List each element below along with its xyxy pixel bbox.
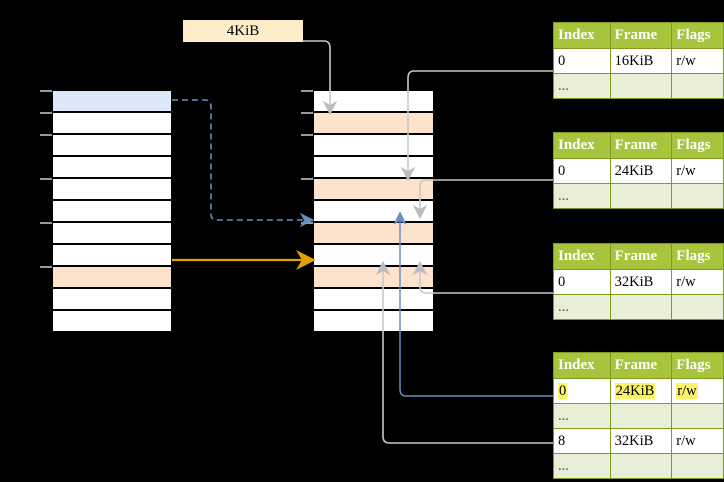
column-header-index: Index bbox=[553, 243, 611, 270]
virtual-page-row bbox=[52, 200, 172, 222]
cell-index: ... bbox=[553, 183, 611, 209]
cell-flags bbox=[671, 403, 724, 429]
cell-frame: 24KiB bbox=[609, 378, 673, 404]
cell-index: 0 bbox=[553, 378, 611, 404]
table-header-row: Index Frame Flags bbox=[553, 132, 724, 159]
cell-index: ... bbox=[553, 403, 611, 429]
axis-tick bbox=[301, 134, 313, 136]
table-row[interactable]: ... bbox=[553, 453, 724, 479]
physical-frame-row bbox=[313, 288, 434, 310]
physical-frame-row bbox=[313, 112, 434, 134]
virtual-page-row bbox=[52, 156, 172, 178]
table-row[interactable]: 0 16KiB r/w bbox=[553, 48, 724, 74]
column-header-index: Index bbox=[553, 22, 611, 49]
page-table-level-2: Index Frame Flags 0 24KiB r/w ... bbox=[553, 132, 724, 209]
cell-frame bbox=[609, 403, 673, 429]
column-header-frame: Frame bbox=[609, 22, 673, 49]
cell-index: 0 bbox=[553, 48, 611, 74]
physical-frame-row bbox=[313, 178, 434, 200]
axis-tick bbox=[301, 90, 313, 92]
physical-frame-row bbox=[313, 310, 434, 332]
physical-frame-row bbox=[313, 244, 434, 266]
virtual-page-row bbox=[52, 266, 172, 288]
table-row[interactable]: ... bbox=[553, 73, 724, 99]
page-table-level-1: Index Frame Flags 0 16KiB r/w ... bbox=[553, 22, 724, 99]
virtual-page-row bbox=[52, 112, 172, 134]
page-table-level-4: Index Frame Flags 0 24KiB r/w ... 8 32Ki… bbox=[553, 352, 724, 479]
cell-flags: r/w bbox=[671, 378, 724, 404]
cell-frame: 24KiB bbox=[609, 158, 673, 184]
physical-frame-row bbox=[313, 134, 434, 156]
column-header-flags: Flags bbox=[671, 132, 724, 159]
page-size-label: 4KiB bbox=[183, 20, 303, 42]
cell-frame: 32KiB bbox=[609, 428, 673, 454]
cell-index: ... bbox=[553, 294, 611, 320]
cell-flags bbox=[671, 453, 724, 479]
table-row[interactable]: ... bbox=[553, 183, 724, 209]
table-row[interactable]: ... bbox=[553, 403, 724, 429]
virtual-page-row bbox=[52, 288, 172, 310]
cell-index: ... bbox=[553, 73, 611, 99]
cell-flags bbox=[671, 294, 724, 320]
virtual-page-row bbox=[52, 244, 172, 266]
table-row-highlighted[interactable]: 0 24KiB r/w bbox=[553, 378, 724, 404]
axis-tick bbox=[301, 112, 313, 114]
axis-tick bbox=[301, 178, 313, 180]
axis-tick bbox=[40, 134, 52, 136]
axis-tick bbox=[40, 178, 52, 180]
virtual-page-row bbox=[52, 310, 172, 332]
cell-frame bbox=[609, 294, 673, 320]
cell-flags bbox=[671, 73, 724, 99]
physical-frame-row bbox=[313, 156, 434, 178]
axis-tick bbox=[301, 222, 313, 224]
physical-memory-column bbox=[313, 90, 434, 332]
cell-index: 0 bbox=[553, 269, 611, 295]
cell-flags: r/w bbox=[671, 48, 724, 74]
column-header-flags: Flags bbox=[671, 243, 724, 270]
highlighted-value: r/w bbox=[676, 382, 698, 399]
table-row[interactable]: 8 32KiB r/w bbox=[553, 428, 724, 454]
column-header-frame: Frame bbox=[609, 352, 673, 379]
cell-frame bbox=[609, 73, 673, 99]
cell-index: ... bbox=[553, 453, 611, 479]
axis-tick bbox=[40, 90, 52, 92]
table-header-row: Index Frame Flags bbox=[553, 352, 724, 379]
table-row[interactable]: ... bbox=[553, 294, 724, 320]
axis-tick bbox=[40, 112, 52, 114]
highlighted-value: 0 bbox=[558, 382, 568, 399]
cell-flags: r/w bbox=[671, 269, 724, 295]
virtual-page-row bbox=[52, 178, 172, 200]
cell-frame: 32KiB bbox=[609, 269, 673, 295]
physical-frame-row bbox=[313, 200, 434, 222]
axis-tick bbox=[40, 222, 52, 224]
cell-flags bbox=[671, 183, 724, 209]
page-table-level-3: Index Frame Flags 0 32KiB r/w ... bbox=[553, 243, 724, 320]
table-row[interactable]: 0 24KiB r/w bbox=[553, 158, 724, 184]
physical-frame-row bbox=[313, 266, 434, 288]
cell-index: 8 bbox=[553, 428, 611, 454]
cell-frame bbox=[609, 453, 673, 479]
table-header-row: Index Frame Flags bbox=[553, 22, 724, 49]
highlighted-value: 24KiB bbox=[614, 382, 656, 399]
virtual-address-space-column bbox=[52, 90, 172, 332]
column-header-flags: Flags bbox=[671, 22, 724, 49]
cell-frame bbox=[609, 183, 673, 209]
column-header-flags: Flags bbox=[671, 352, 724, 379]
column-header-frame: Frame bbox=[609, 132, 673, 159]
table-row[interactable]: 0 32KiB r/w bbox=[553, 269, 724, 295]
column-header-frame: Frame bbox=[609, 243, 673, 270]
physical-frame-row bbox=[313, 90, 434, 112]
physical-frame-row bbox=[313, 222, 434, 244]
cell-flags: r/w bbox=[671, 428, 724, 454]
virtual-page-row bbox=[52, 222, 172, 244]
cell-index: 0 bbox=[553, 158, 611, 184]
virtual-page-row bbox=[52, 134, 172, 156]
cell-frame: 16KiB bbox=[609, 48, 673, 74]
virtual-page-row bbox=[52, 90, 172, 112]
cell-flags: r/w bbox=[671, 158, 724, 184]
axis-tick bbox=[40, 266, 52, 268]
column-header-index: Index bbox=[553, 132, 611, 159]
table-header-row: Index Frame Flags bbox=[553, 243, 724, 270]
column-header-index: Index bbox=[553, 352, 611, 379]
